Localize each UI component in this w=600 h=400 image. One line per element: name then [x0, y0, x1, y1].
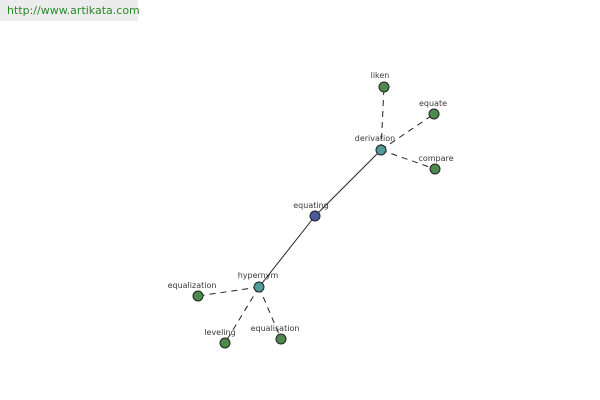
edge-equating-derivation	[314, 149, 382, 217]
label-equating: equating	[293, 201, 328, 210]
label-equate: equate	[419, 99, 447, 108]
node-equalisation[interactable]	[275, 333, 287, 345]
label-equalization: equalization	[168, 281, 217, 290]
node-equalization[interactable]	[192, 290, 204, 302]
label-liken: liken	[371, 71, 390, 80]
node-equating[interactable]	[309, 210, 321, 222]
label-equalisation: equalisation	[251, 324, 300, 333]
node-compare[interactable]	[429, 163, 441, 175]
edge-hypernym-equalisation	[258, 286, 282, 340]
label-compare: compare	[418, 154, 453, 163]
node-derivation[interactable]	[375, 144, 387, 156]
edge-derivation-compare	[380, 149, 436, 170]
node-hypernym[interactable]	[253, 281, 265, 293]
label-leveling: leveling	[204, 328, 235, 337]
node-liken[interactable]	[378, 81, 390, 93]
label-hypernym: hypernym	[238, 271, 279, 280]
edge-equating-hypernym	[258, 215, 316, 288]
site-url-label[interactable]: http://www.artikata.com	[0, 0, 140, 21]
node-leveling[interactable]	[219, 337, 231, 349]
edge-derivation-equate	[380, 113, 435, 151]
node-equate[interactable]	[428, 108, 440, 120]
label-derivation: derivation	[355, 134, 395, 143]
